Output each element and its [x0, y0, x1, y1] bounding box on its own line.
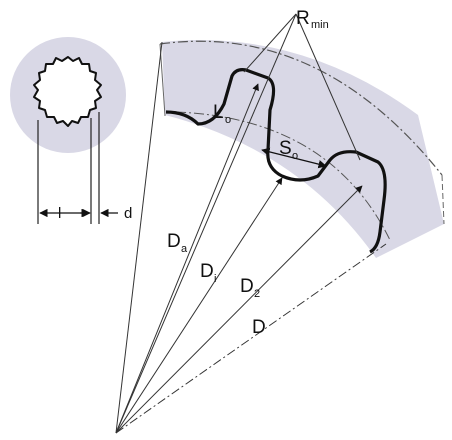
label-s-o-sub: o: [292, 150, 298, 162]
radial-line-da: [115, 83, 259, 434]
radial-lines: [115, 13, 387, 434]
label-d-2-sub: 2: [254, 288, 260, 300]
label-d-2-main: D: [240, 276, 254, 297]
label-d-a-sub: a: [181, 243, 188, 255]
label-l: l: [58, 205, 61, 222]
shaded-sector-band: [162, 40, 444, 259]
label-s-o: S o: [279, 138, 298, 162]
dim-so-arrow-a: [261, 147, 295, 159]
label-l-o: L o: [213, 102, 231, 126]
label-d-i-sub: i: [214, 273, 216, 285]
rmin-leader-2: [295, 13, 361, 161]
label-r-min-main: R: [296, 8, 310, 29]
sector-right-edge: [441, 174, 445, 225]
dim-so-arrow-b: [293, 157, 327, 169]
radial-line-d: [115, 243, 387, 434]
radial-line-rmin: [115, 13, 297, 434]
rmin-leader-1: [243, 13, 297, 73]
label-s-o-main: S: [279, 138, 292, 159]
outer-boundary-arc: [159, 40, 443, 176]
label-d-a: D a: [167, 231, 188, 255]
radial-line-d2: [115, 185, 363, 434]
spline-ring-gear: [33, 56, 102, 127]
label-d-i-main: D: [200, 261, 214, 282]
label-l-o-main: L: [213, 102, 224, 123]
label-r-min: R min: [296, 8, 329, 31]
label-d: D: [252, 317, 266, 338]
pitch-diameter-arc: [175, 111, 391, 241]
label-d-2: D 2: [240, 276, 260, 300]
radial-line-di: [115, 177, 283, 434]
label-small-d: d: [124, 205, 132, 222]
label-d-i: D i: [200, 261, 216, 285]
label-d-a-main: D: [167, 231, 181, 252]
tooth-profile: [165, 68, 387, 254]
radial-line-outer-left: [115, 41, 163, 434]
label-r-min-sub: min: [311, 19, 329, 31]
label-l-o-sub: o: [225, 114, 231, 126]
